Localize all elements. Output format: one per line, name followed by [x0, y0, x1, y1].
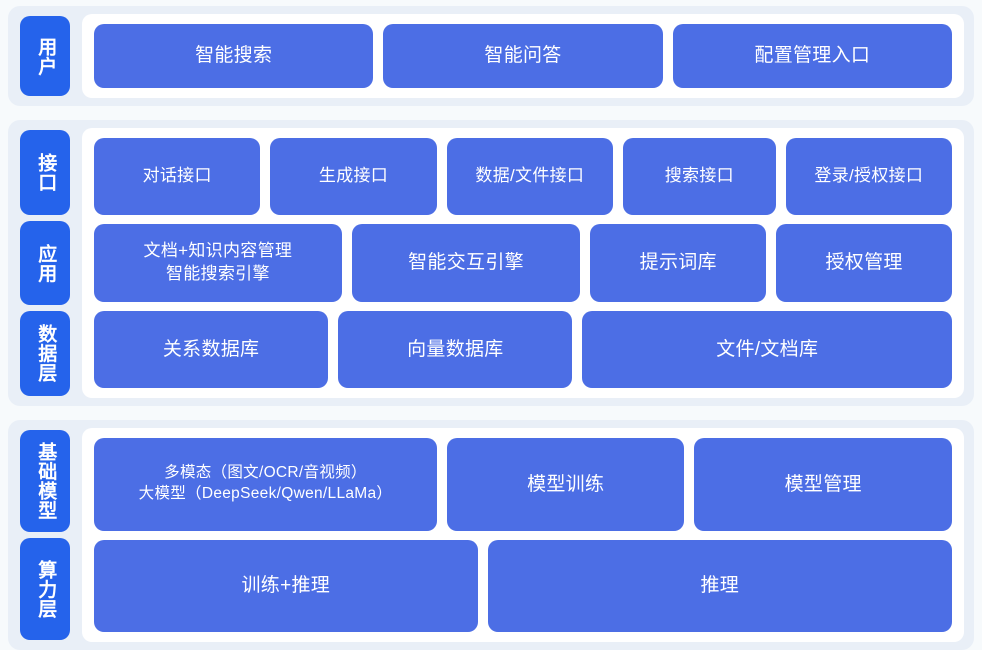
panel-middle: 对话接口 生成接口 数据/文件接口 搜索接口 登录/授权接口 文档+知识内容管理…	[82, 128, 964, 398]
box-intelligent-interaction-engine[interactable]: 智能交互引擎	[351, 224, 581, 302]
box-relational-database[interactable]: 关系数据库	[94, 310, 329, 388]
layer-tag-interface[interactable]: 接口	[20, 130, 70, 215]
row-compute: 训练+推理 推理	[94, 539, 952, 632]
section-base: 基础模型 算力层 多模态（图文/OCR/音视频） 大模型（DeepSeek/Qw…	[8, 420, 974, 650]
layer-tag-column-user: 用户	[20, 14, 70, 98]
panel-user: 智能搜索 智能问答 配置管理入口	[82, 14, 964, 98]
section-middle: 接口 应用 数据层 对话接口 生成接口 数据/文件接口 搜索接口 登录/授权接口…	[8, 120, 974, 406]
box-model-training[interactable]: 模型训练	[446, 438, 685, 531]
box-generation-interface[interactable]: 生成接口	[270, 138, 437, 216]
box-vector-database[interactable]: 向量数据库	[338, 310, 573, 388]
row-foundation-model: 多模态（图文/OCR/音视频） 大模型（DeepSeek/Qwen/LLaMa）…	[94, 438, 952, 531]
layer-tag-column-base: 基础模型 算力层	[20, 428, 70, 642]
box-authorization-management[interactable]: 授权管理	[776, 224, 952, 302]
box-document-knowledge-management[interactable]: 文档+知识内容管理 智能搜索引擎	[94, 224, 342, 302]
box-multimodal-large-model[interactable]: 多模态（图文/OCR/音视频） 大模型（DeepSeek/Qwen/LLaMa）	[94, 438, 437, 531]
box-model-management[interactable]: 模型管理	[694, 438, 952, 531]
layer-tag-data[interactable]: 数据层	[20, 311, 70, 397]
box-dialog-interface[interactable]: 对话接口	[94, 138, 261, 216]
layer-tag-user[interactable]: 用户	[20, 16, 70, 96]
box-config-management-entry[interactable]: 配置管理入口	[672, 24, 952, 88]
box-inference[interactable]: 推理	[487, 539, 952, 632]
box-data-file-interface[interactable]: 数据/文件接口	[446, 138, 613, 216]
box-search-interface[interactable]: 搜索接口	[622, 138, 776, 216]
box-intelligent-search[interactable]: 智能搜索	[94, 24, 374, 88]
box-training-and-inference[interactable]: 训练+推理	[94, 539, 478, 632]
layer-tag-application[interactable]: 应用	[20, 220, 70, 306]
box-prompt-library[interactable]: 提示词库	[590, 224, 767, 302]
layer-tag-foundation-model[interactable]: 基础模型	[20, 430, 70, 532]
panel-base: 多模态（图文/OCR/音视频） 大模型（DeepSeek/Qwen/LLaMa）…	[82, 428, 964, 642]
row-application: 文档+知识内容管理 智能搜索引擎 智能交互引擎 提示词库 授权管理	[94, 224, 952, 302]
layer-tag-column-middle: 接口 应用 数据层	[20, 128, 70, 398]
row-data: 关系数据库 向量数据库 文件/文档库	[94, 310, 952, 388]
section-user: 用户 智能搜索 智能问答 配置管理入口	[8, 6, 974, 106]
row-interface: 对话接口 生成接口 数据/文件接口 搜索接口 登录/授权接口	[94, 138, 952, 216]
layer-tag-compute[interactable]: 算力层	[20, 538, 70, 640]
box-file-document-store[interactable]: 文件/文档库	[582, 310, 952, 388]
box-login-auth-interface[interactable]: 登录/授权接口	[785, 138, 952, 216]
row-user-entries: 智能搜索 智能问答 配置管理入口	[94, 24, 952, 88]
box-intelligent-qa[interactable]: 智能问答	[383, 24, 663, 88]
